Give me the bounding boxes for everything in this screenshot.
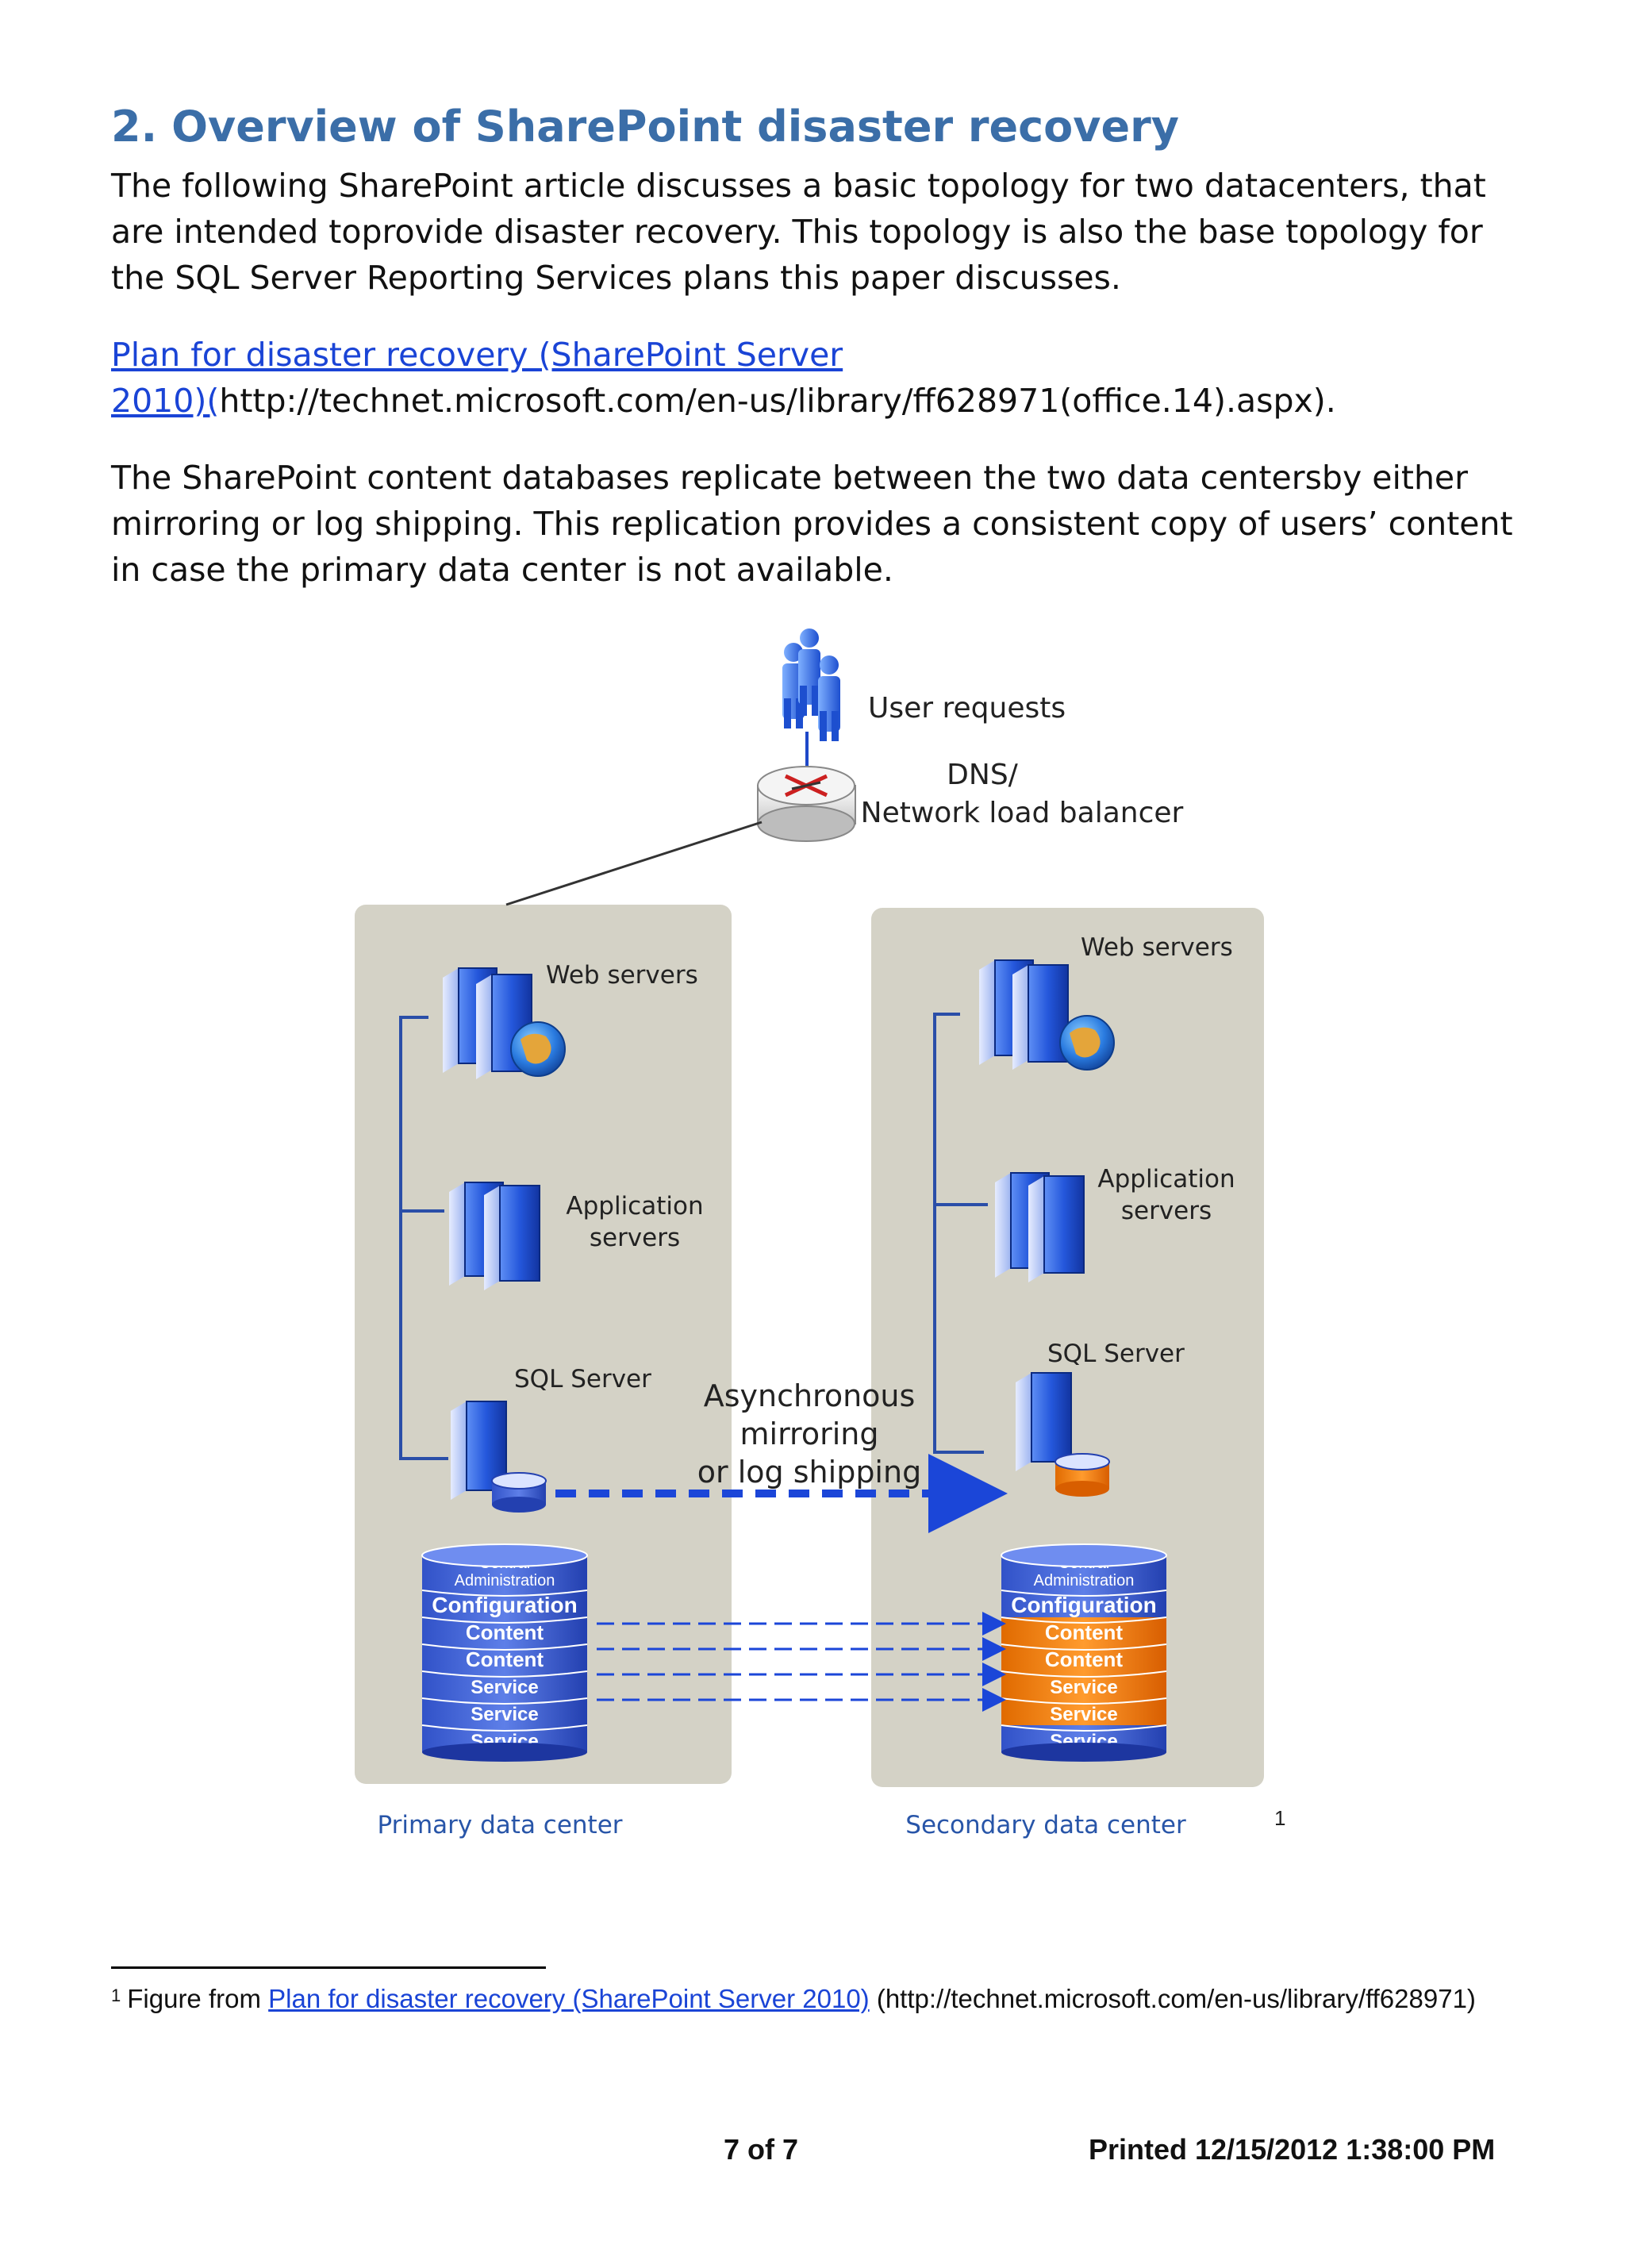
footnote-marker: 1	[111, 1985, 121, 2005]
db-layer	[422, 1617, 587, 1644]
secondary-app-servers-label-1: Application	[1097, 1165, 1235, 1194]
secondary-datacenter-caption: Secondary data center	[905, 1811, 1186, 1839]
reference-paragraph: Plan for disaster recovery (SharePoint S…	[111, 332, 1539, 424]
article-link[interactable]: Plan for disaster recovery (SharePoint S…	[111, 336, 843, 374]
db-layer	[422, 1671, 587, 1698]
users-icon	[782, 629, 840, 741]
db-layer-separator	[1001, 1590, 1167, 1597]
page-number: 7 of 7	[724, 2133, 799, 2166]
router-icon	[757, 766, 856, 842]
footnote: 1 Figure from Plan for disaster recovery …	[111, 1981, 1500, 2017]
db-layer-label: Content	[466, 1647, 544, 1671]
secondary-sql-server-label: SQL Server	[1047, 1340, 1185, 1368]
db-layer-separator	[421, 1643, 588, 1651]
figure-footnote-ref: 1	[1274, 1806, 1285, 1830]
router-to-primary-line	[505, 821, 763, 906]
primary-app-servers-label-2: servers	[590, 1224, 680, 1252]
paragraph-text: The SharePoint content databases replica…	[111, 459, 1513, 589]
article-link-cont[interactable]: 2010)(	[111, 382, 220, 420]
secondary-sql-server-icon	[1016, 1372, 1110, 1497]
db-layer	[1001, 1617, 1166, 1644]
db-layer-label: Service	[1050, 1677, 1117, 1698]
article-url: http://technet.microsoft.com/en-us/libra…	[219, 382, 1336, 420]
secondary-server-bracket	[933, 1013, 988, 1454]
replication-paragraph: The SharePoint content databases replica…	[111, 455, 1539, 593]
db-top	[1001, 1543, 1167, 1567]
db-bottom	[1001, 1743, 1166, 1762]
db-layer-separator	[1001, 1643, 1167, 1651]
secondary-app-servers-icon	[995, 1172, 1085, 1282]
primary-database-stack: CentralAdministrationConfigurationConten…	[421, 1543, 588, 1762]
intro-paragraph: The following SharePoint article discuss…	[111, 163, 1539, 301]
primary-app-servers-icon	[449, 1182, 540, 1290]
mirroring-label-1: Asynchronous	[704, 1378, 916, 1413]
db-layer-separator	[1001, 1670, 1167, 1678]
db-layer-separator	[421, 1590, 588, 1597]
footnote-link[interactable]: Plan for disaster recovery (SharePoint S…	[268, 1984, 870, 2013]
db-layer-label: Configuration	[1011, 1593, 1157, 1617]
section-title: Overview of SharePoint disaster recovery	[171, 102, 1179, 152]
primary-app-servers-label-1: Application	[566, 1192, 703, 1220]
printed-date: Printed 12/15/2012 1:38:00 PM	[1089, 2133, 1496, 2166]
secondary-web-servers-label: Web servers	[1081, 933, 1233, 962]
paragraph-text: The following SharePoint article discuss…	[111, 167, 1486, 297]
footnote-url: (http://technet.microsoft.com/en-us/libr…	[876, 1984, 1476, 2013]
dns-label: DNS/	[947, 759, 1019, 791]
db-layer	[422, 1590, 587, 1617]
db-layer-label: Service	[1050, 1704, 1117, 1725]
primary-server-bracket	[399, 1016, 448, 1460]
replication-lines	[597, 1612, 1006, 1712]
db-layer	[422, 1698, 587, 1725]
db-layer-separator	[421, 1697, 588, 1705]
footnote-separator	[111, 1966, 546, 1969]
db-layer-label: Content	[466, 1620, 544, 1644]
section-heading: 2. Overview of SharePoint disaster recove…	[111, 102, 1179, 152]
primary-sql-server-icon	[451, 1401, 547, 1513]
footnote-prefix: Figure from	[127, 1984, 261, 2013]
db-layer-label: Service	[471, 1704, 538, 1725]
db-layer	[422, 1573, 587, 1590]
db-layer-separator	[421, 1724, 588, 1732]
db-layer	[422, 1644, 587, 1671]
db-layer-separator	[1001, 1724, 1167, 1732]
db-layer-separator	[1001, 1697, 1167, 1705]
db-layer	[1001, 1698, 1166, 1725]
mirroring-label-2: mirroring	[740, 1417, 879, 1451]
load-balancer-label: Network load balancer	[861, 797, 1184, 829]
db-layer-label: Service	[471, 1677, 538, 1698]
db-layer	[1001, 1671, 1166, 1698]
db-layer-separator	[1001, 1616, 1167, 1624]
primary-datacenter-caption: Primary data center	[377, 1811, 622, 1839]
db-layer-separator	[421, 1670, 588, 1678]
primary-web-servers-label: Web servers	[546, 961, 698, 990]
db-bottom	[422, 1743, 587, 1762]
primary-sql-server-label: SQL Server	[514, 1365, 651, 1393]
db-layer	[1001, 1644, 1166, 1671]
db-top	[421, 1543, 588, 1567]
db-layer-label: Administration	[455, 1572, 555, 1590]
user-requests-label: User requests	[868, 692, 1066, 725]
db-layer-separator	[421, 1616, 588, 1624]
secondary-database-stack: CentralAdministrationConfigurationConten…	[1001, 1543, 1167, 1762]
mirroring-label-3: or log shipping	[697, 1455, 921, 1490]
secondary-web-servers-icon	[979, 959, 1115, 1071]
db-layer	[1001, 1573, 1166, 1590]
db-layer-label: Content	[1045, 1620, 1124, 1644]
secondary-app-servers-label-2: servers	[1121, 1197, 1212, 1225]
db-layer-label: Configuration	[432, 1593, 578, 1617]
db-layer	[1001, 1590, 1166, 1617]
primary-web-servers-icon	[443, 967, 566, 1079]
db-layer-label: Content	[1045, 1647, 1124, 1671]
section-number: 2.	[111, 102, 158, 152]
db-layer-label: Administration	[1034, 1572, 1135, 1590]
